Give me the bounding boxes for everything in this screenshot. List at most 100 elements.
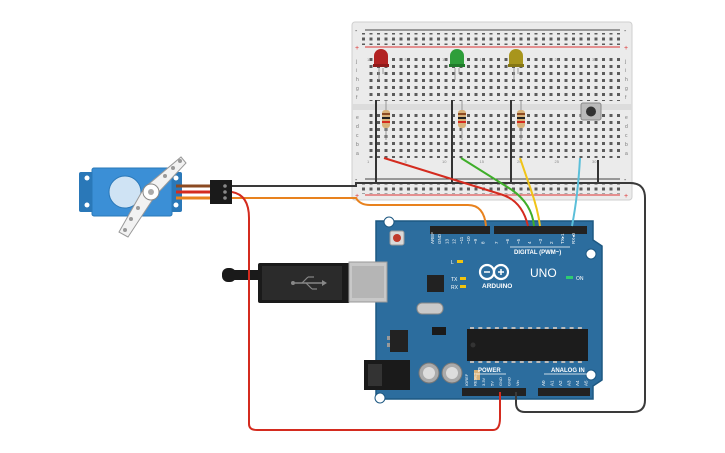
- column-number: 25: [555, 159, 560, 164]
- power-pin-label: 5V: [490, 381, 495, 386]
- rail-plus-label-bl: +: [355, 193, 359, 200]
- chip-pin: [519, 327, 524, 329]
- chip-pin: [511, 361, 516, 363]
- column-number: 10: [442, 159, 447, 164]
- wires[interactable]: [231, 157, 646, 431]
- led-red[interactable]: [373, 49, 389, 80]
- row-letter: i: [625, 68, 626, 74]
- digital-header-right[interactable]: [494, 226, 587, 234]
- row-letter: d: [625, 124, 628, 130]
- row-letter: b: [356, 142, 359, 148]
- servo-motor[interactable]: [79, 156, 187, 238]
- chip-pin: [528, 361, 533, 363]
- digital-pin-label: ~6: [505, 238, 510, 244]
- mounting-hole: [585, 369, 597, 381]
- arduino-logo: [478, 263, 510, 281]
- chip-pin: [486, 361, 491, 363]
- servo-cable[interactable]: [176, 180, 232, 204]
- led-yellow[interactable]: [508, 49, 524, 80]
- resistor-1[interactable]: [382, 100, 390, 140]
- digital-label: DIGITAL (PWM~): [514, 250, 561, 256]
- digital-pin-label: ~3: [538, 238, 543, 244]
- pushbutton[interactable]: [580, 102, 602, 121]
- power-pin-label: GND: [507, 377, 512, 386]
- chip-pin: [511, 327, 516, 329]
- usb-interface-chip: [427, 275, 444, 292]
- digital-pin-label: AREF: [430, 232, 435, 244]
- chip-pin: [528, 327, 533, 329]
- analog-pin-label: A2: [558, 380, 563, 386]
- analog-label: ANALOG IN: [551, 368, 585, 374]
- chip-pin: [569, 327, 574, 329]
- row-letter: b: [625, 142, 628, 148]
- wire-orange-servo-signal[interactable]: [232, 197, 487, 227]
- power-header[interactable]: [462, 388, 526, 396]
- digital-pin-label: ~5: [516, 238, 521, 244]
- digital-pin-label: GND: [437, 233, 442, 244]
- top-power-rail[interactable]: [362, 33, 624, 45]
- digital-pin-label: 8: [480, 241, 485, 244]
- l-led: [457, 260, 463, 263]
- row-letter: g: [625, 86, 628, 92]
- wire-black-ground[interactable]: [232, 182, 646, 413]
- column-number: 1: [367, 57, 370, 62]
- row-letter: f: [356, 95, 358, 101]
- mounting-hole: [585, 248, 597, 260]
- row-letter: f: [625, 95, 627, 101]
- chip-pin: [561, 327, 566, 329]
- power-pin-label: 3.3V: [481, 377, 486, 386]
- servo-horn[interactable]: [118, 156, 187, 238]
- ground-jumpers[interactable]: [375, 100, 599, 182]
- resistor-3[interactable]: [517, 100, 525, 140]
- chip-pin: [503, 327, 508, 329]
- usb-cable[interactable]: [222, 261, 388, 303]
- power-label: POWER: [478, 368, 501, 374]
- rail-plus-label-tl: +: [355, 45, 359, 52]
- chip-pin: [553, 361, 557, 363]
- on-label: ON: [576, 276, 584, 282]
- bottom-power-rail[interactable]: [362, 182, 624, 194]
- chip-pins: [470, 327, 582, 363]
- chip-pin: [561, 361, 566, 363]
- digital-pin-label: ~11: [459, 236, 464, 244]
- digital-header-left[interactable]: [430, 226, 490, 234]
- terminal-strip-bottom[interactable]: [366, 113, 622, 158]
- wire-red-led[interactable]: [383, 157, 529, 227]
- column-number: 30: [592, 57, 597, 62]
- digital-pin-label: 13: [444, 238, 449, 244]
- digital-pin-label: 4: [527, 241, 532, 244]
- digital-pin-label: ~10: [466, 236, 471, 244]
- chip-pin: [470, 361, 474, 363]
- led-green[interactable]: [449, 49, 465, 80]
- chip-pin: [494, 327, 499, 329]
- smd-part: [432, 327, 446, 335]
- servo-connector[interactable]: [210, 180, 232, 204]
- chip-pin: [503, 361, 508, 363]
- reset-button-cap[interactable]: [393, 234, 401, 242]
- column-number: 5: [405, 159, 408, 164]
- analog-pin-label: A4: [575, 380, 580, 386]
- chip-pin: [536, 327, 541, 329]
- wire-yellow-led[interactable]: [519, 157, 541, 227]
- row-letter: j: [355, 59, 357, 65]
- wire-red-power[interactable]: [231, 191, 501, 431]
- resistor-2[interactable]: [458, 100, 466, 140]
- wire-green-led[interactable]: [460, 157, 535, 227]
- rail-minus-label-tl: -: [355, 28, 358, 35]
- wire-cyan-button[interactable]: [571, 157, 581, 227]
- tx-led-label: TX: [451, 277, 458, 283]
- power-pin-label: GND: [498, 377, 503, 386]
- analog-pin-label: A5: [584, 380, 589, 386]
- terminal-strip-top[interactable]: [366, 56, 622, 101]
- power-pin-label: Vin: [515, 380, 520, 386]
- row-letter: e: [625, 115, 628, 121]
- column-number: 30: [592, 159, 597, 164]
- column-number: 15: [480, 159, 485, 164]
- analog-pin-label: A0: [541, 380, 546, 386]
- analog-header[interactable]: [538, 388, 590, 396]
